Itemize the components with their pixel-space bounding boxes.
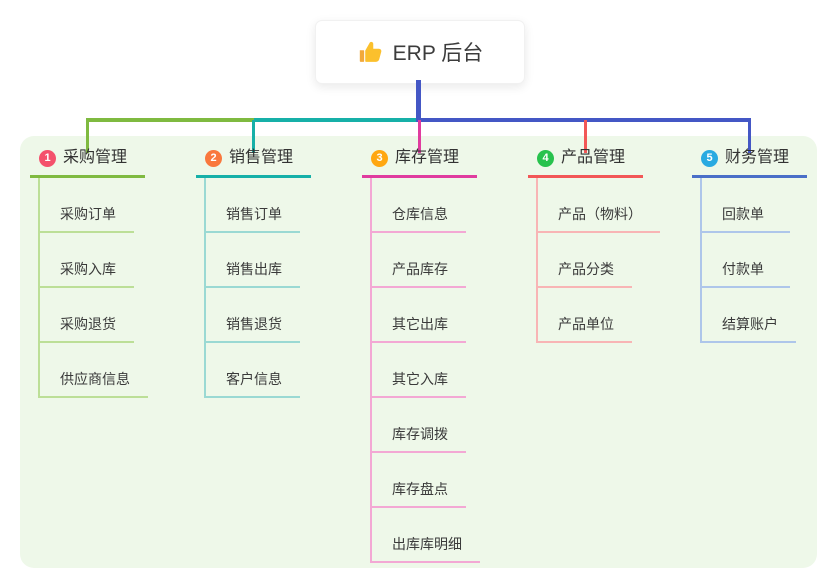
branch-drop-connector	[584, 120, 587, 153]
child-label: 客户信息	[226, 371, 282, 387]
branch-drop-connector	[418, 120, 421, 153]
root-node-erp[interactable]: ERP 后台	[315, 20, 525, 84]
child-label: 采购退货	[60, 316, 116, 332]
child-node[interactable]: 仓库信息	[372, 178, 466, 233]
child-node[interactable]: 采购退货	[40, 288, 134, 343]
branch-node-1[interactable]: 1 采购管理	[30, 148, 145, 178]
branch-number-badge: 5	[701, 149, 718, 167]
bus-segment-branch1	[86, 118, 254, 122]
branch-node-3[interactable]: 3 库存管理	[362, 148, 477, 178]
child-label: 其它出库	[392, 316, 448, 332]
child-label: 采购订单	[60, 206, 116, 222]
child-label: 销售订单	[226, 206, 282, 222]
root-stem-connector	[416, 80, 421, 120]
branch-children: 采购订单采购入库采购退货供应商信息	[38, 178, 148, 398]
child-node[interactable]: 其它入库	[372, 343, 466, 398]
branch-drop-connector	[748, 120, 751, 153]
child-label: 产品分类	[558, 261, 614, 277]
branch-number-badge: 2	[205, 149, 222, 167]
root-label: ERP 后台	[392, 42, 484, 65]
branch-label: 产品管理	[561, 149, 626, 166]
branch-column-1: 1 采购管理采购订单采购入库采购退货供应商信息	[30, 148, 148, 398]
child-label: 仓库信息	[392, 206, 448, 222]
branch-node-2[interactable]: 2 销售管理	[196, 148, 311, 178]
child-label: 采购入库	[60, 261, 116, 277]
child-node[interactable]: 销售退货	[206, 288, 300, 343]
branch-children: 回款单付款单结算账户	[700, 178, 807, 343]
child-label: 付款单	[722, 261, 764, 277]
child-node[interactable]: 采购入库	[40, 233, 134, 288]
child-label: 供应商信息	[60, 371, 130, 387]
bus-segment-branch2	[253, 118, 418, 122]
branch-node-5[interactable]: 5 财务管理	[692, 148, 807, 178]
child-node[interactable]: 出库库明细	[372, 508, 480, 563]
child-label: 出库库明细	[392, 536, 462, 552]
branch-number-badge: 1	[39, 149, 56, 167]
branch-label: 库存管理	[395, 149, 460, 166]
branch-label: 采购管理	[63, 149, 128, 166]
child-node[interactable]: 销售订单	[206, 178, 300, 233]
branch-drop-connector	[86, 120, 89, 153]
child-node[interactable]: 产品库存	[372, 233, 466, 288]
branch-number-badge: 3	[371, 149, 388, 167]
child-node[interactable]: 产品单位	[538, 288, 632, 343]
branch-children: 产品（物料） 产品分类产品单位	[536, 178, 660, 343]
branch-column-2: 2 销售管理销售订单销售出库销售退货客户信息	[196, 148, 311, 398]
branch-column-3: 3 库存管理仓库信息产品库存其它出库其它入库库存调拨库存盘点出库库明细	[362, 148, 480, 563]
child-node[interactable]: 库存调拨	[372, 398, 466, 453]
child-label: 回款单	[722, 206, 764, 222]
bus-segment-right	[416, 118, 751, 122]
child-label: 销售出库	[226, 261, 282, 277]
child-label: 产品（物料）	[558, 206, 642, 222]
child-label: 销售退货	[226, 316, 282, 332]
branch-node-4[interactable]: 4 产品管理	[528, 148, 643, 178]
branch-children: 仓库信息产品库存其它出库其它入库库存调拨库存盘点出库库明细	[370, 178, 480, 563]
child-node[interactable]: 客户信息	[206, 343, 300, 398]
child-node[interactable]: 库存盘点	[372, 453, 466, 508]
thumbs-up-icon	[359, 41, 382, 62]
child-node[interactable]: 采购订单	[40, 178, 134, 233]
child-node[interactable]: 回款单	[702, 178, 790, 233]
child-label: 库存调拨	[392, 426, 448, 442]
child-node[interactable]: 供应商信息	[40, 343, 148, 398]
child-node[interactable]: 付款单	[702, 233, 790, 288]
child-node[interactable]: 产品分类	[538, 233, 632, 288]
child-node[interactable]: 结算账户	[702, 288, 796, 343]
branch-children: 销售订单销售出库销售退货客户信息	[204, 178, 311, 398]
child-label: 产品单位	[558, 316, 614, 332]
branch-column-4: 4 产品管理产品（物料） 产品分类产品单位	[528, 148, 660, 343]
child-node[interactable]: 销售出库	[206, 233, 300, 288]
branch-label: 财务管理	[725, 149, 790, 166]
child-node[interactable]: 产品（物料）	[538, 178, 660, 233]
child-node[interactable]: 其它出库	[372, 288, 466, 343]
branch-number-badge: 4	[537, 149, 554, 167]
branch-drop-connector	[252, 120, 255, 153]
child-label: 结算账户	[722, 316, 778, 332]
mindmap-panel	[20, 136, 817, 568]
child-label: 库存盘点	[392, 481, 448, 497]
branch-column-5: 5 财务管理回款单付款单结算账户	[692, 148, 807, 343]
branch-label: 销售管理	[229, 149, 294, 166]
child-label: 产品库存	[392, 261, 448, 277]
child-label: 其它入库	[392, 371, 448, 387]
